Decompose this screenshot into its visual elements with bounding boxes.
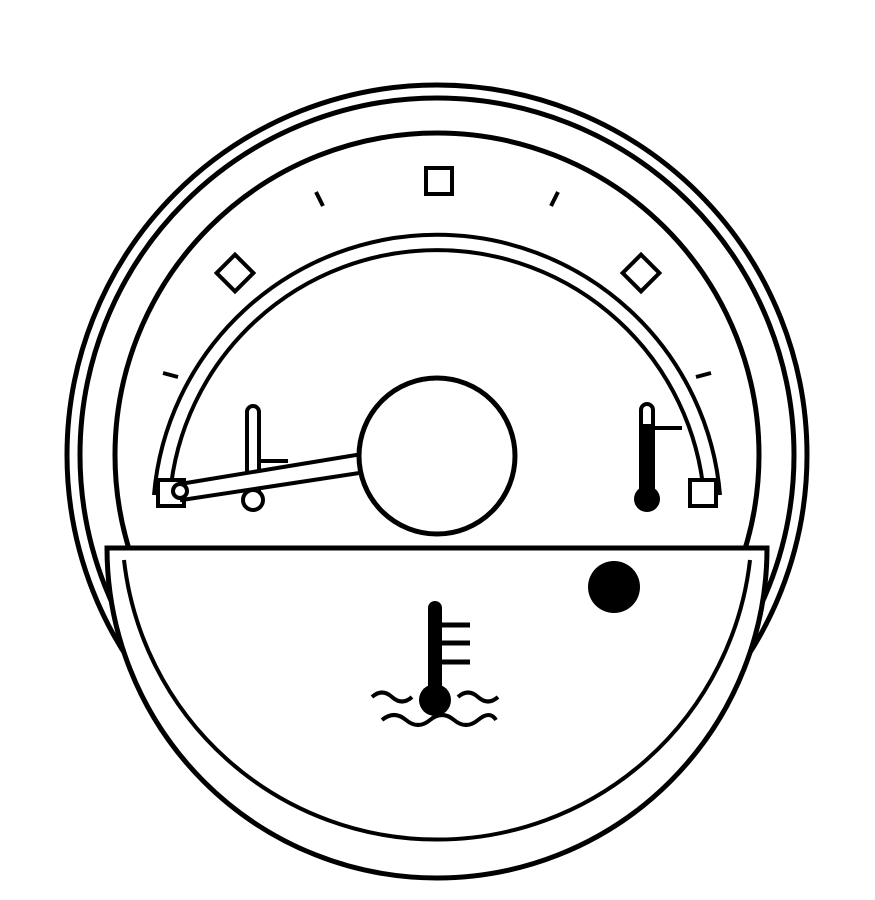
needle-tip — [171, 482, 189, 500]
scale-minor-ticks — [162, 191, 712, 379]
major-tick-center — [424, 166, 454, 196]
minor-tick-1 — [162, 371, 179, 379]
wave-upper-right — [456, 690, 500, 704]
hot-thermometer-icon — [634, 402, 682, 512]
warning-thermometer-scale — [440, 622, 470, 665]
wave-upper — [370, 690, 414, 704]
warning-thermometer-stem — [428, 601, 442, 696]
needle-hub — [356, 375, 518, 537]
coolant-waves — [370, 690, 500, 727]
scale-inner-arc — [168, 248, 706, 496]
cold-thermometer-bulb — [241, 488, 265, 512]
hot-thermometer-bulb — [634, 486, 660, 512]
warning-thermometer-bulb — [419, 684, 451, 716]
indicator-lamp-icon — [588, 561, 640, 613]
scale-major-ticks — [156, 166, 718, 508]
major-tick-quarter — [213, 251, 257, 295]
minor-tick-4 — [695, 371, 712, 379]
coolant-temperature-warning-icon — [370, 601, 500, 727]
dial-scale — [152, 232, 722, 496]
major-tick-hot — [688, 478, 718, 508]
major-tick-three-quarter — [619, 251, 663, 295]
cold-thermometer-icon — [241, 404, 288, 512]
wave-lower — [380, 713, 498, 727]
scale-outer-arc — [152, 232, 722, 496]
minor-tick-2 — [314, 191, 325, 207]
hot-thermometer-fill — [643, 424, 651, 494]
minor-tick-3 — [549, 191, 560, 207]
lower-lamp-window-inner-edge — [122, 559, 752, 842]
